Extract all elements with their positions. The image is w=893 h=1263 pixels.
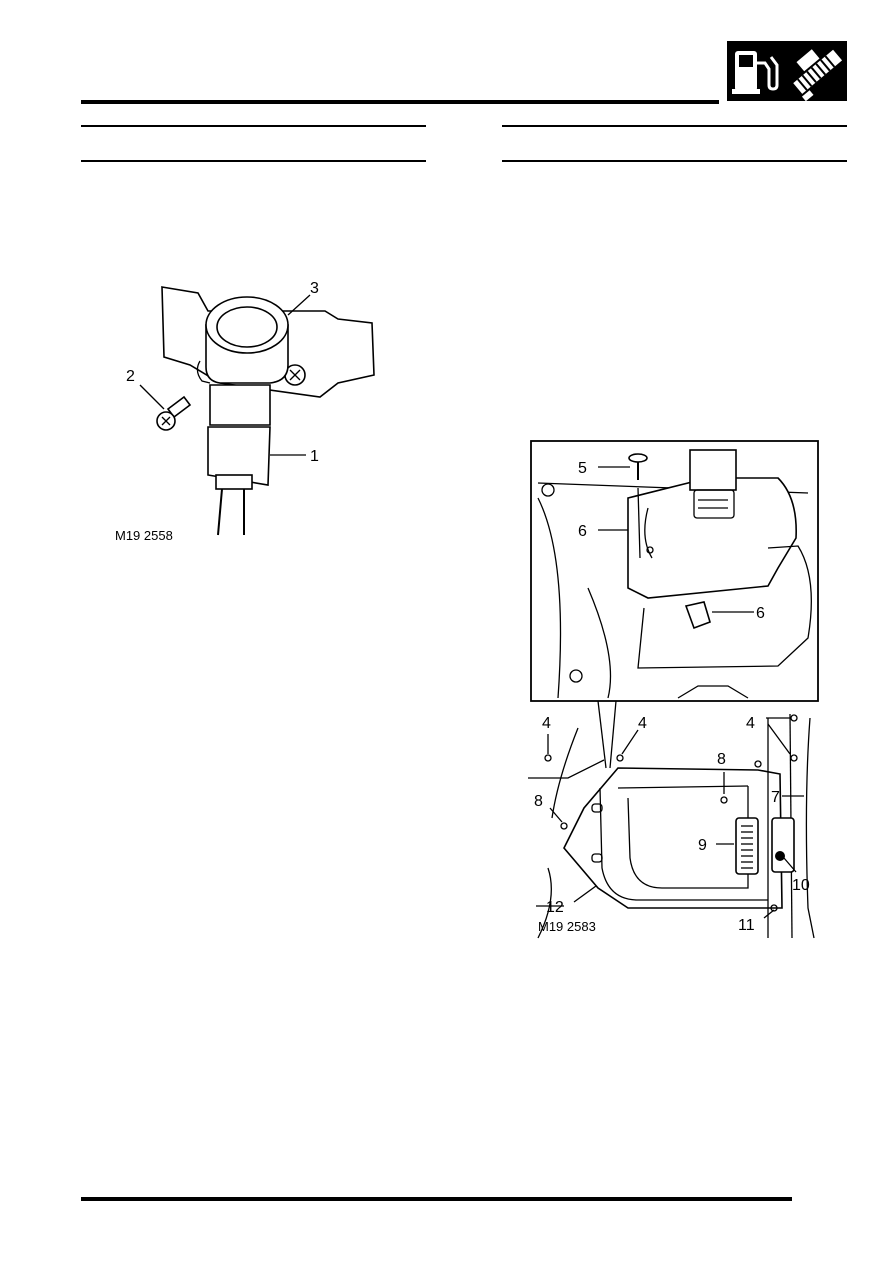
left-heading-rule-top [81, 125, 426, 127]
callout-8b: 8 [534, 793, 543, 810]
switch-10 [771, 817, 795, 873]
callout-12: 12 [546, 899, 564, 916]
callout-11: 11 [738, 917, 755, 934]
callout-6-console: 6 [578, 523, 587, 540]
fixing-4c [790, 714, 798, 722]
callout-4b: 4 [638, 715, 647, 732]
figure-right-caption: M19 2583 [538, 919, 596, 934]
fixing-8a [720, 796, 728, 804]
fixing-4a [544, 754, 552, 762]
section-icon-box [727, 41, 847, 102]
fixing-11 [770, 904, 778, 912]
seat-belt-post [689, 449, 737, 491]
figure-left-caption: M19 2558 [115, 528, 173, 543]
callout-2: 2 [126, 368, 135, 385]
callout-1: 1 [310, 448, 319, 465]
callout-6-connector: 6 [756, 605, 765, 622]
screw-5 [628, 453, 648, 480]
screw [156, 395, 192, 431]
left-heading-rule-bottom [81, 160, 426, 162]
fuel-pump-icon [732, 51, 779, 94]
callout-9: 9 [698, 837, 707, 854]
right-heading-rule-bottom [502, 160, 847, 162]
callout-10: 10 [792, 877, 810, 894]
callout-5: 5 [578, 460, 587, 477]
connector-6 [684, 601, 711, 630]
callout-4c: 4 [746, 715, 755, 732]
fixing-8b [560, 822, 568, 830]
callout-3: 3 [310, 280, 319, 297]
side-trim-panel-12 [563, 767, 783, 909]
callout-8a: 8 [717, 751, 726, 768]
figure-left: 1 2 3 M19 2558 [115, 280, 375, 543]
console-trim [627, 477, 797, 599]
right-heading-rule-top [502, 125, 847, 127]
vent-grille-9 [735, 817, 759, 875]
switch-body [209, 384, 271, 426]
callout-4a: 4 [542, 715, 551, 732]
engine-component-icon [793, 49, 843, 102]
fixing-4d [790, 754, 798, 762]
fixing-4b [616, 754, 624, 762]
footer-rule [81, 1197, 792, 1201]
callout-7: 7 [771, 789, 780, 806]
figure-right: 5 6 6 4 [528, 440, 819, 939]
header-rule [81, 100, 719, 104]
